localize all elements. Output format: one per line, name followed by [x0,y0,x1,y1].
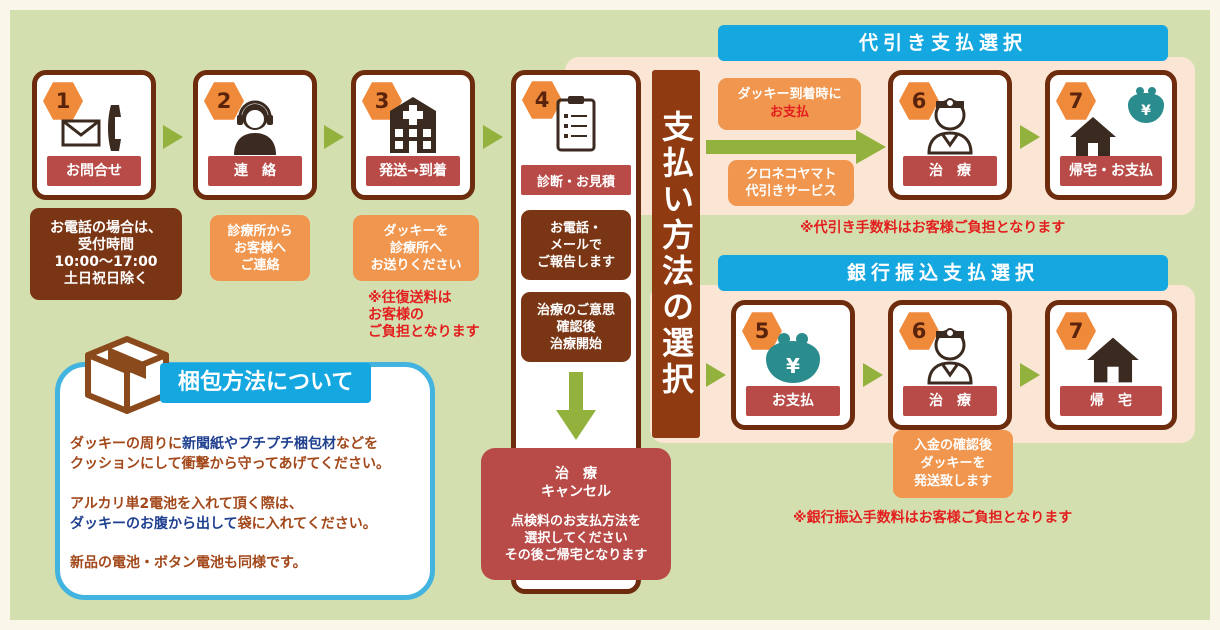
step-label: 発送→到着 [366,156,460,186]
coin-purse-icon: ¥ [1128,87,1164,123]
svg-text:¥: ¥ [1141,103,1151,119]
packing-emphasis: 新聞紙やプチプチ梱包材 [182,436,336,452]
ship-note: ダッキーを 診療所へ お送りください [353,215,479,281]
packing-line-5: 新品の電池・ボタン電池も同様です。 [70,555,307,571]
report-note: お電話・ メールで ご報告します [521,210,631,280]
flow-arrow [163,125,183,149]
step-label: 帰 宅 [1060,386,1162,416]
checklist-icon [556,96,596,152]
treatment-start-note: 治療のご意思 確認後 治療開始 [521,292,631,362]
step-1-contact-card: 1 お問合せ [32,70,156,200]
bank-step-6-treatment-card: 6 治 療 [888,300,1012,430]
cancel-title: 治 療 キャンセル [541,465,611,500]
down-arrow [556,372,596,440]
packing-text: などを [336,436,378,452]
step-number-badge: 5 [742,311,782,351]
packing-line-2: クッションにして衝撃から守ってあげてください。 [70,456,391,472]
doctor-icon [927,98,973,155]
flow-arrow [483,125,503,149]
flow-arrow [1020,125,1040,149]
step-number-badge: 6 [899,311,939,351]
step-number-badge: 7 [1056,81,1096,121]
flow-arrow [863,363,883,387]
coin-purse-icon: ¥ [766,333,820,383]
bank-header: 銀行振込支払選択 [718,255,1168,291]
step-number-badge: 4 [522,80,562,120]
packing-line-4: ダッキーのお腹から出して袋に入れてください。 [70,513,377,533]
shipping-fee-note: ※往復送料は お客様の ご負担となります [368,290,480,340]
packing-text: ダッキーの周りに [70,436,182,452]
contact-hours-note: お電話の場合は、 受付時間 10:00〜17:00 土日祝日除く [30,208,182,300]
hospital-icon [390,97,436,153]
svg-text:¥: ¥ [786,354,800,378]
step-2-reply-card: 2 連 絡 [193,70,317,200]
packing-line-1: ダッキーの周りに新聞紙やプチプチ梱包材などを [70,433,378,453]
cancel-box: 治 療 キャンセル 点検料のお支払方法を 選択してください その後ご帰宅となりま… [481,448,671,580]
cod-header: 代引き支払選択 [718,25,1168,61]
step-number-badge: 7 [1056,311,1096,351]
bank-step-5-payment-card: 5 ¥ お支払 [731,300,855,430]
kuroneko-cod-service: クロネコヤマト 代引きサービス [728,160,854,206]
step-label: 診断・お見積 [521,165,631,195]
step-number-badge: 6 [899,81,939,121]
arrival-pay-text: お支払 [769,105,809,120]
step-label: お支払 [746,386,840,416]
cod-step-7-home-pay-card: 7 ¥ 帰宅・お支払 [1045,70,1177,200]
packing-text: に入れてください。 [251,516,377,532]
flow-arrow [706,363,726,387]
packing-title: 梱包方法について [160,363,372,403]
packing-emphasis: ダッキーのお腹から出して [70,516,238,532]
step-label: 連 絡 [208,156,302,186]
package-box-icon [85,336,169,414]
flow-arrow [324,125,344,149]
operator-headset-icon [234,100,276,155]
packing-text: 袋 [237,516,252,532]
cod-step-6-treatment-card: 6 治 療 [888,70,1012,200]
cod-fee-note: ※代引き手数料はお客様ご負担となります [800,220,1066,236]
home-icon [1087,337,1139,383]
arrival-text: ダッキー到着時に [737,87,842,102]
clinic-contact-note: 診療所から お客様へ ご連絡 [210,215,310,281]
mail-phone-icon [61,105,121,151]
step-label: 治 療 [903,156,997,186]
packing-line-3: アルカリ単2電池を入れて頂く際は、 [70,496,303,512]
flow-arrow [1020,363,1040,387]
bank-step-7-home-card: 7 帰 宅 [1045,300,1177,430]
cod-arrival-note: ダッキー到着時に お支払 [718,78,861,130]
step-label: お問合せ [47,156,141,186]
step-number-badge: 1 [43,81,83,121]
step-label: 帰宅・お支払 [1060,156,1162,186]
payment-method-select: 支払い方法の選択 [652,70,700,438]
doctor-icon [927,328,973,385]
payment-confirm-note: 入金の確認後 ダッキーを 発送致します [893,430,1013,498]
cancel-body: 点検料のお支払方法を 選択してください その後ご帰宅となります [504,513,648,563]
step-label: 治 療 [903,386,997,416]
bank-fee-note: ※銀行振込手数料はお客様ご負担となります [793,510,1073,526]
step-number-badge: 2 [204,81,244,121]
home-icon [1070,117,1116,157]
cod-flow-arrow [706,130,886,164]
step-3-shipping-card: 3 発送→到着 [351,70,475,200]
